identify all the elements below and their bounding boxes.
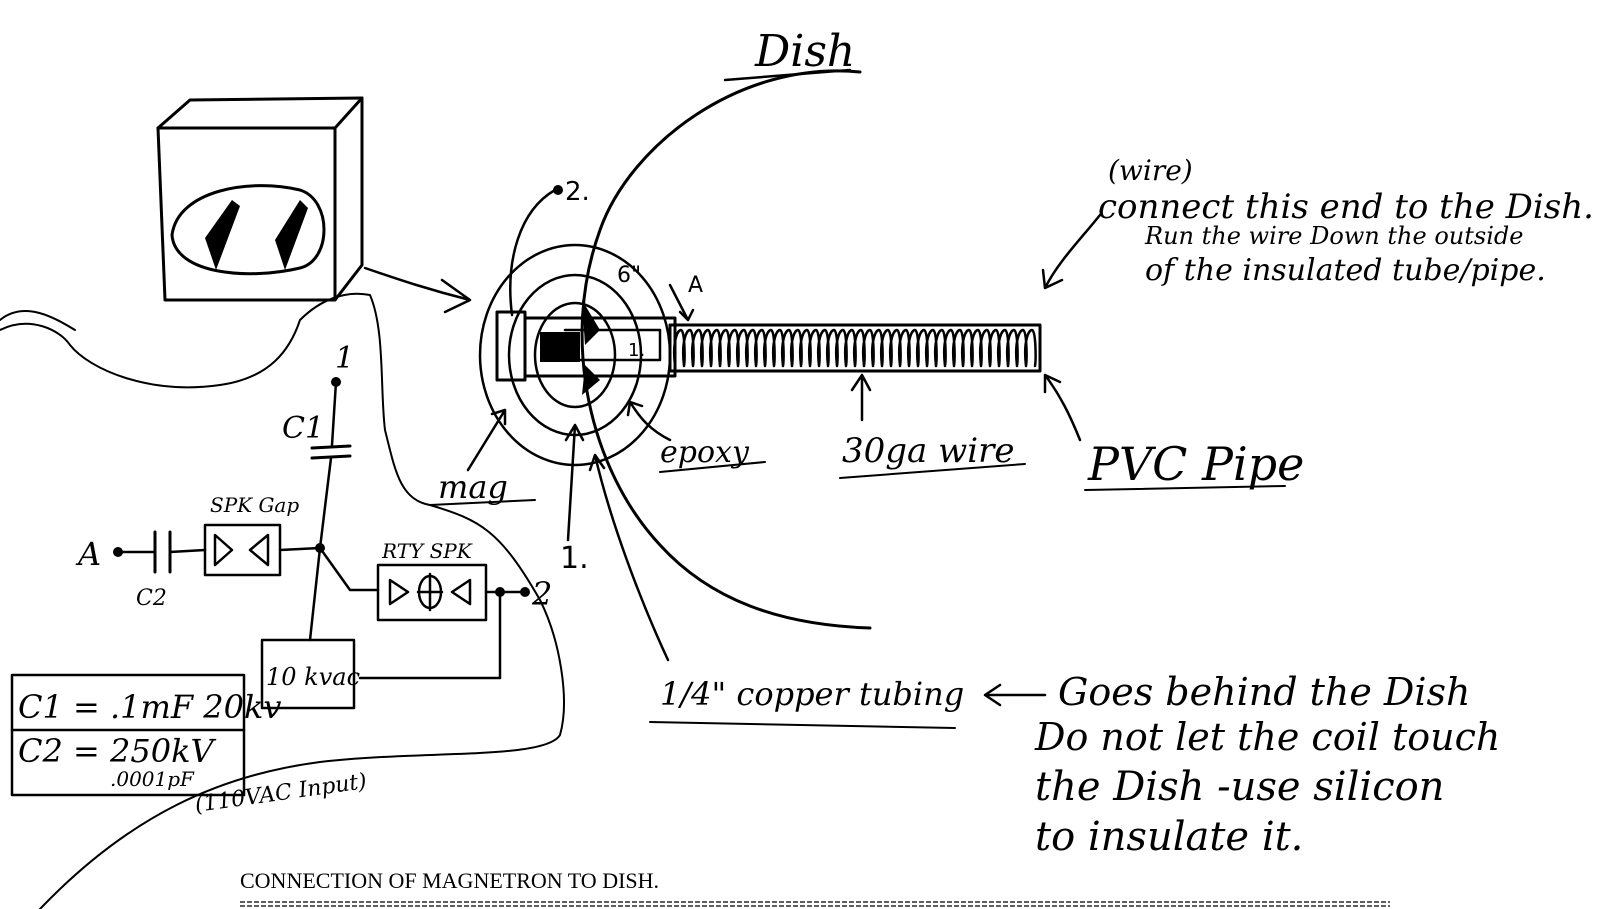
point-a-mark-label: A [688,273,703,298]
six-inch-arrow [668,283,695,322]
mag-underline [429,499,536,506]
terminal-a-label: A [75,535,101,573]
c2-spec-label: C2 = 250kV [18,732,216,770]
pvc-pipe-coil [668,323,1042,373]
tube-one-label: 1. [628,340,645,361]
caption-underline [240,901,1390,907]
mag-label: mag [438,468,508,506]
pvc-underline [1084,485,1286,491]
epoxy-label: epoxy [660,435,750,470]
goes-behind-arrow [983,683,1047,707]
copper-arrow [588,453,670,662]
c2-label: C2 [136,586,167,611]
c1-label: C1 [282,411,324,446]
point-1-arrow [564,423,585,542]
point-1-bottom-label: 1. [560,541,589,576]
pvc-arrow [1043,373,1082,442]
goes-behind-line-3: the Dish -use silicon [1035,764,1444,810]
point-2-top-label: 2. [565,177,590,207]
dish-label: Dish [754,26,855,77]
connect-instruction-1: connect this end to the Dish. [1098,187,1594,227]
terminal-1-label: 1 [335,341,354,376]
c1-spec-label: C1 = .1mF 20kv [18,688,281,726]
terminal-2-label: 2 [531,575,552,613]
diagram-caption: CONNECTION OF MAGNETRON TO DISH. [240,868,659,893]
connect-instruction-3: of the insulated tube/pipe. [1145,253,1546,288]
point-2-dot [553,185,563,195]
connect-arrow [1041,213,1102,290]
spk-gap-label: SPK Gap [210,493,299,517]
wire-30ga-label: 30ga wire [842,431,1014,471]
power-outlet-sketch [156,96,364,302]
wire30-underline [839,463,1026,479]
ten-kvac-label: 10 kvac [266,663,360,691]
wire30-arrow [850,373,872,422]
outlet-arrow [363,266,472,314]
copper-tubing-label: 1/4" copper tubing [660,675,964,713]
six-inch-label: 6" [617,263,641,288]
mag-arrow [466,408,507,472]
goes-behind-line-2: Do not let the coil touch [1034,715,1500,759]
c2-spec-label-2: .0001pF [110,767,195,791]
epoxy-arrow [626,400,672,442]
capacitor-spec-box [10,673,246,797]
input-label: (110VAC Input) [193,769,368,818]
goes-behind-line-4: to insulate it. [1035,814,1303,860]
pvc-pipe-label: PVC Pipe [1087,437,1304,491]
epoxy-underline [659,461,766,473]
wire-note-label: (wire) [1108,154,1193,187]
dish-label-underline [723,68,852,82]
rty-spk-label: RTY SPK [381,539,473,563]
copper-underline [649,721,956,729]
wire-to-point-2 [509,188,557,317]
map-outline-upper-left [0,310,76,331]
boundary-line-upper [0,292,565,909]
goes-behind-line-1: Goes behind the Dish [1058,670,1471,714]
connect-instruction-2: Run the wire Down the outside [1144,222,1523,250]
circuit-schematic [113,377,530,710]
